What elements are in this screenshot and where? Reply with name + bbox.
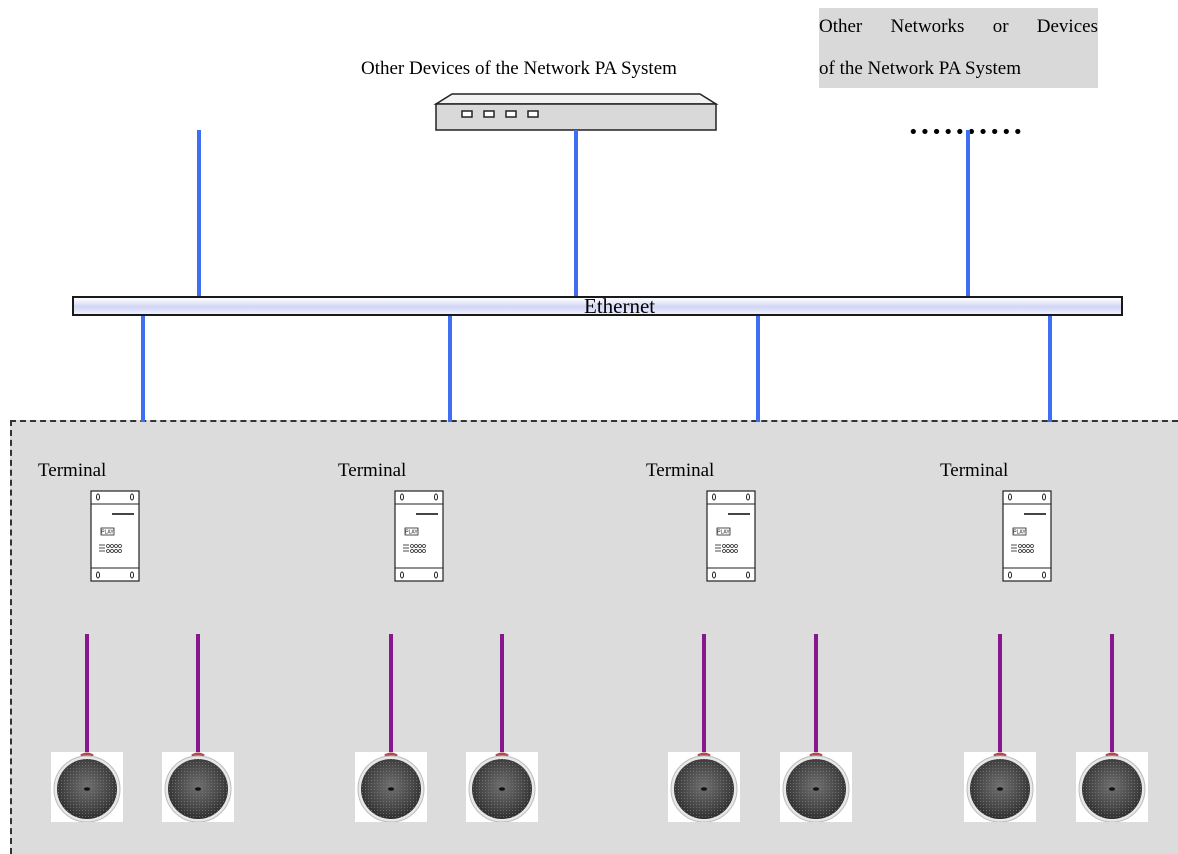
ethernet-label: Ethernet	[584, 294, 656, 318]
speaker-link	[85, 634, 89, 756]
downlink-line	[448, 316, 452, 422]
speaker-icon	[51, 752, 123, 822]
other-networks-box: Other Networks or Devices of the Network…	[819, 8, 1098, 88]
word: Other	[819, 16, 863, 37]
terminal-device-icon: PLAY	[90, 490, 140, 582]
panel-badge: PLAY	[1013, 530, 1026, 536]
speaker-icon	[668, 752, 740, 822]
speaker-icon	[355, 752, 427, 822]
speaker-link	[1110, 634, 1114, 756]
terminal-label: Terminal	[338, 460, 407, 481]
other-networks-line1: Other Networks or Devices	[819, 16, 1098, 38]
speaker-icon	[162, 752, 234, 822]
speaker-link	[500, 634, 504, 756]
terminal-device-icon: PLAY	[394, 490, 444, 582]
uplink-line	[966, 130, 970, 296]
ethernet-bus: Ethernet	[72, 294, 1123, 318]
downlink-line	[756, 316, 760, 422]
word: Networks	[890, 16, 965, 37]
terminal-label: Terminal	[38, 460, 107, 481]
speaker-link	[196, 634, 200, 756]
terminal-label: Terminal	[646, 460, 715, 481]
word: or	[992, 16, 1009, 37]
speaker-link	[389, 634, 393, 756]
top-device-label: Other Devices of the Network PA System	[361, 58, 677, 79]
speaker-icon	[964, 752, 1036, 822]
terminal-device-icon: PLAY	[1002, 490, 1052, 582]
speaker-link	[814, 634, 818, 756]
speaker-icon	[780, 752, 852, 822]
downlink-line	[1048, 316, 1052, 422]
panel-badge: PLAY	[101, 530, 114, 536]
panel-badge: PLAY	[717, 530, 730, 536]
word: Devices	[1036, 16, 1098, 37]
speaker-link	[702, 634, 706, 756]
ellipsis-dots: ••••••••••	[908, 122, 1024, 143]
uplink-line	[574, 130, 578, 296]
speaker-icon	[1076, 752, 1148, 822]
speaker-icon	[466, 752, 538, 822]
speaker-link	[998, 634, 1002, 756]
terminal-label: Terminal	[940, 460, 1009, 481]
terminal-device-icon: PLAY	[706, 490, 756, 582]
panel-badge: PLAY	[405, 530, 418, 536]
other-networks-line2: of the Network PA System	[819, 58, 1021, 79]
downlink-line	[141, 316, 145, 422]
uplink-line	[197, 130, 201, 296]
network-device-icon	[433, 93, 719, 131]
